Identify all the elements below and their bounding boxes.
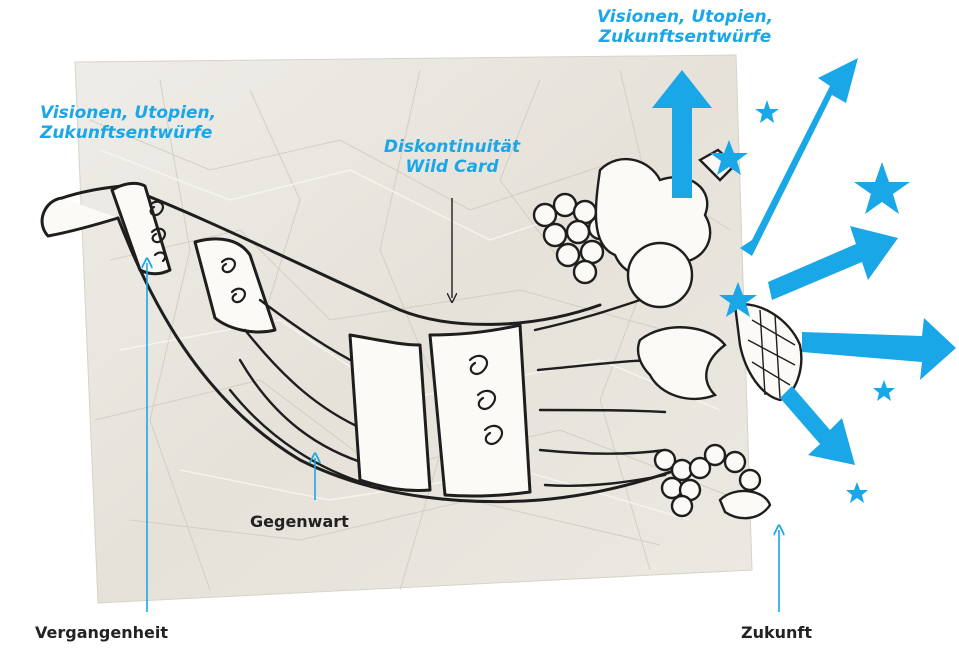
label-future: Zukunft xyxy=(741,624,812,642)
future-arrow-down-right xyxy=(780,386,855,465)
label-visions-left-line2: Zukunftsentwürfe xyxy=(40,124,216,144)
star xyxy=(846,482,868,503)
label-visions-top-line2: Zukunftsentwürfe xyxy=(585,28,785,48)
label-visions-left: Visionen, Utopien, Zukunftsentwürfe xyxy=(40,104,216,143)
future-arrow-right xyxy=(802,318,956,380)
label-visions-top: Visionen, Utopien, Zukunftsentwürfe xyxy=(585,8,785,47)
label-visions-top-line1: Visionen, Utopien, xyxy=(585,8,785,28)
star xyxy=(854,162,910,214)
label-discontinuity: Diskontinuität Wild Card xyxy=(362,138,542,177)
future-arrow-diagonal xyxy=(740,58,858,256)
star xyxy=(873,380,895,401)
label-discontinuity-line1: Diskontinuität xyxy=(362,138,542,158)
star xyxy=(755,100,779,123)
future-arrow-right-upper xyxy=(768,226,898,300)
label-discontinuity-line2: Wild Card xyxy=(362,158,542,178)
label-past: Vergangenheit xyxy=(35,624,168,642)
label-present: Gegenwart xyxy=(250,513,349,531)
label-visions-left-line1: Visionen, Utopien, xyxy=(40,104,216,124)
